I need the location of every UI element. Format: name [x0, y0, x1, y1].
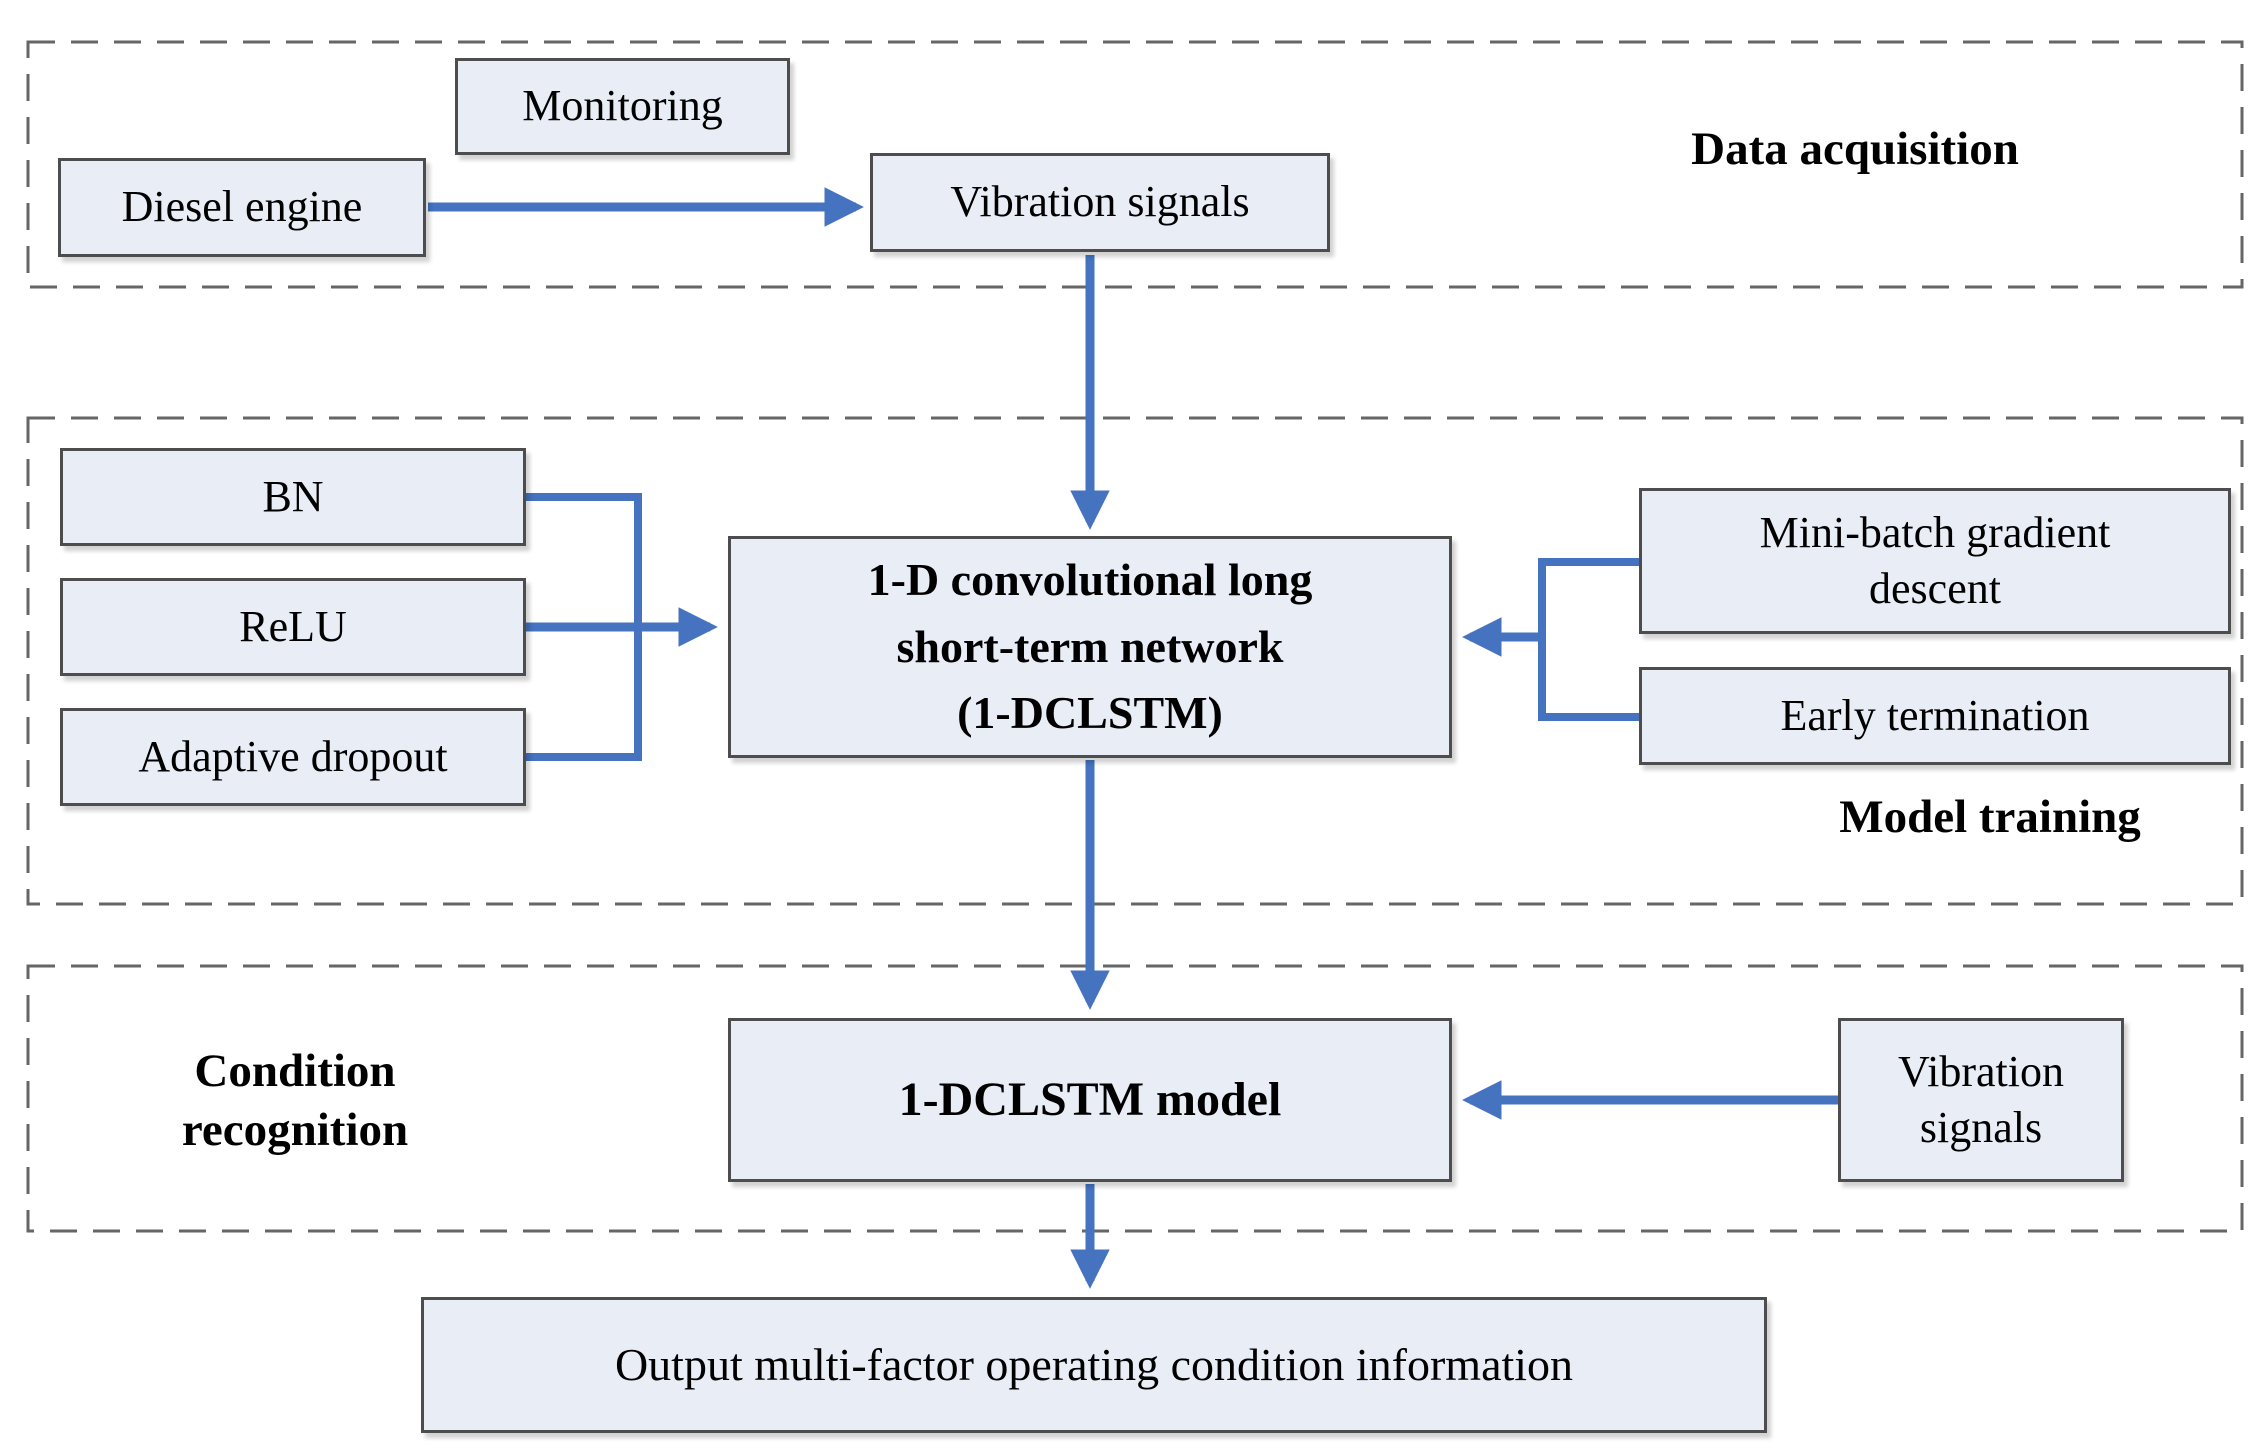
node-diesel-engine: Diesel engine	[58, 158, 426, 257]
node-output-information: Output multi-factor operating condition …	[421, 1297, 1767, 1433]
section-box-condition-recognition	[26, 964, 2244, 1233]
node-monitoring: Monitoring	[455, 58, 790, 155]
node-mini-batch-gradient-descent: Mini-batch gradient descent	[1639, 488, 2231, 634]
node-early-termination: Early termination	[1639, 667, 2231, 765]
node-relu: ReLU	[60, 578, 526, 676]
section-box-model-training	[26, 416, 2244, 906]
section-label-model-training: Model training	[1839, 791, 2141, 843]
section-label-data-acquisition: Data acquisition	[1691, 123, 2019, 175]
node-vibration-signals-recognition: Vibration signals	[1838, 1018, 2124, 1182]
node-dclstm-network: 1-D convolutional long short-term networ…	[728, 536, 1452, 758]
node-dclstm-model: 1-DCLSTM model	[728, 1018, 1452, 1182]
node-bn: BN	[60, 448, 526, 546]
node-adaptive-dropout: Adaptive dropout	[60, 708, 526, 806]
section-label-condition-recognition: Condition recognition	[181, 1045, 409, 1156]
connector-right-inputs	[1538, 558, 1639, 721]
section-box-data-acquisition	[26, 40, 2244, 289]
node-vibration-signals: Vibration signals	[870, 153, 1330, 252]
